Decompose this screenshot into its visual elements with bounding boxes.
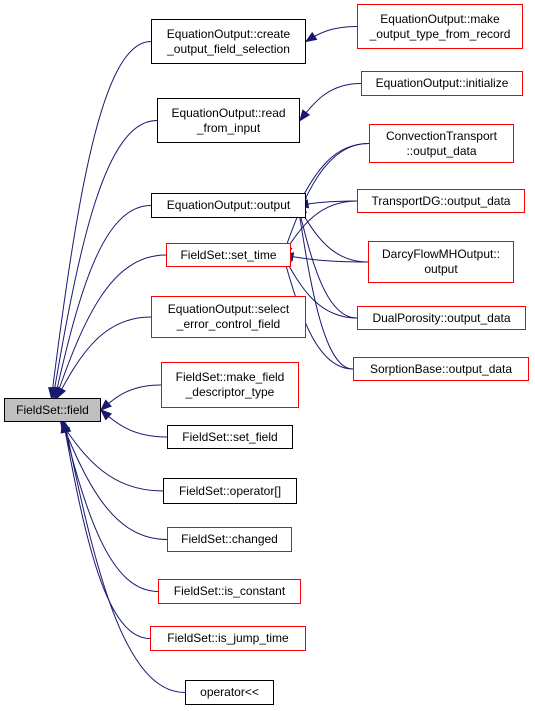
node-operator-stream-output[interactable]: operator<< — [185, 680, 274, 705]
arrowhead-fs_makedesc-to-field — [100, 399, 112, 411]
node-transportdg-output-data[interactable]: TransportDG::output_data — [357, 189, 525, 213]
edge-fs_changed-to-field — [61, 421, 168, 540]
node-convectiontransport-output-data[interactable]: ConvectionTransport ::output_data — [369, 124, 514, 163]
arrowhead-eo_init-to-eo_read — [299, 109, 311, 122]
edge-sb_output-to-eo_output — [297, 205, 354, 370]
node-fieldset-make-field-descriptor-type[interactable]: FieldSet::make_field _descriptor_type — [161, 362, 299, 408]
edge-fs_operator-to-field — [60, 421, 164, 492]
node-sorptionbase-output-data[interactable]: SorptionBase::output_data — [353, 357, 529, 381]
edge-fs_isjump-to-field — [63, 421, 151, 639]
edge-eo_output-to-field — [54, 205, 152, 399]
node-equationoutput-output[interactable]: EquationOutput::output — [151, 193, 306, 218]
node-dualporosity-output-data[interactable]: DualPorosity::output_data — [357, 306, 526, 330]
edge-sb_output-to-fs_settime — [282, 254, 354, 370]
node-equationoutput-initialize[interactable]: EquationOutput::initialize — [361, 71, 523, 96]
node-fieldset-changed[interactable]: FieldSet::changed — [167, 527, 292, 552]
node-fieldset-field: FieldSet::field — [4, 398, 101, 422]
edge-eo_read-to-field — [52, 120, 158, 399]
node-fieldset-operator-index[interactable]: FieldSet::operator[] — [163, 478, 297, 504]
edge-fs_settime-to-field — [55, 254, 167, 399]
arrowhead-eo_make-to-eo_create — [304, 31, 318, 43]
arrowhead-op_stream-to-field — [62, 420, 72, 434]
node-equationoutput-create-output-field-selection[interactable]: EquationOutput::create _output_field_sel… — [151, 19, 306, 64]
node-equationoutput-make-output-type-from-record[interactable]: EquationOutput::make _output_type_from_r… — [357, 4, 523, 49]
edge-eo_select-to-field — [56, 316, 152, 399]
edge-fs_isconst-to-field — [62, 421, 159, 592]
edge-op_stream-to-field — [64, 421, 186, 693]
node-fieldset-is-jump-time[interactable]: FieldSet::is_jump_time — [150, 626, 306, 651]
arrowhead-fs_setfield-to-field — [99, 409, 112, 421]
arrowhead-eo_select-to-field — [56, 386, 67, 400]
node-equationoutput-read-from-input[interactable]: EquationOutput::read _from_input — [157, 98, 300, 143]
node-darcyflowmhoutput-output[interactable]: DarcyFlowMHOutput:: output — [368, 241, 514, 283]
edge-darcy_output-to-eo_output — [297, 205, 369, 263]
edge-eo_create-to-field — [50, 41, 152, 399]
edge-ct_output-to-fs_settime — [282, 143, 370, 256]
node-fieldset-set-field[interactable]: FieldSet::set_field — [167, 425, 293, 449]
node-fieldset-is-constant[interactable]: FieldSet::is_constant — [158, 579, 301, 604]
node-equationoutput-select-error-control-field[interactable]: EquationOutput::select _error_control_fi… — [151, 296, 306, 338]
node-fieldset-set-time[interactable]: FieldSet::set_time — [166, 243, 291, 267]
